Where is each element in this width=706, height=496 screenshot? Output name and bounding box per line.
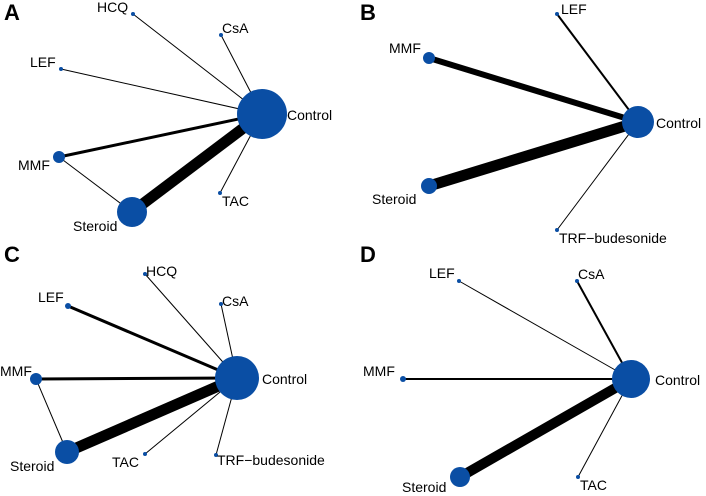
- label-lef: LEF: [561, 1, 587, 17]
- label-tac: TAC: [222, 193, 249, 209]
- label-steroid: Steroid: [402, 479, 446, 495]
- edge-control-lef: [67, 304, 238, 380]
- node-tac: [143, 452, 147, 456]
- node-hcq: [143, 272, 147, 276]
- label-steroid: Steroid: [372, 191, 416, 207]
- label-trf: TRF−budesonide: [559, 230, 667, 246]
- panel-letter-d: D: [360, 242, 376, 267]
- label-hcq: HCQ: [97, 0, 128, 15]
- label-trf: TRF−budesonide: [217, 452, 325, 468]
- label-control: Control: [287, 107, 332, 123]
- label-tac: TAC: [580, 477, 607, 493]
- node-control: [237, 89, 287, 139]
- node-lef: [65, 303, 71, 309]
- edge-control-lef: [458, 280, 632, 380]
- node-trf: [555, 228, 559, 232]
- label-control: Control: [262, 371, 307, 387]
- edge-control-mmf: [58, 112, 263, 159]
- node-steroid: [421, 178, 437, 194]
- node-mmf: [400, 376, 406, 382]
- node-trf: [214, 453, 218, 457]
- label-tac: TAC: [112, 454, 139, 470]
- label-steroid: Steroid: [10, 458, 54, 474]
- node-csa: [219, 302, 223, 306]
- label-lef: LEF: [429, 265, 455, 281]
- edge-control-mmf: [428, 55, 639, 125]
- edge-control-steroid: [128, 109, 266, 217]
- label-mmf: MMF: [0, 363, 32, 379]
- node-steroid: [117, 197, 147, 227]
- edge-mmf-steroid: [35, 378, 68, 453]
- panel-letter-c: C: [4, 242, 20, 267]
- panel-letter-b: B: [360, 0, 376, 25]
- panel-c: C HCQ LEF CsA MMF Control Steroid TRF−bu…: [0, 242, 325, 474]
- label-csa: CsA: [578, 266, 605, 282]
- edge-control-hcq: [132, 13, 263, 115]
- node-mmf: [30, 373, 42, 385]
- edge-control-hcq: [144, 273, 238, 379]
- label-mmf: MMF: [363, 363, 395, 379]
- node-control: [612, 360, 650, 398]
- label-mmf: MMF: [389, 40, 421, 56]
- edge-control-steroid: [64, 372, 240, 458]
- node-lef: [555, 12, 559, 16]
- edge-control-trf: [556, 121, 639, 231]
- label-lef: LEF: [38, 289, 64, 305]
- node-steroid: [55, 440, 79, 464]
- panel-letter-a: A: [4, 0, 20, 25]
- node-steroid: [450, 467, 470, 487]
- node-mmf: [423, 52, 435, 64]
- node-tac: [218, 191, 222, 195]
- label-csa: CsA: [222, 293, 249, 309]
- label-hcq: HCQ: [146, 263, 177, 279]
- node-control: [215, 356, 259, 400]
- node-csa: [575, 279, 579, 283]
- node-hcq: [131, 12, 135, 16]
- node-lef: [59, 67, 63, 71]
- edge-control-lef: [60, 68, 263, 115]
- panel-d: D LEF CsA MMF Control Steroid TAC: [360, 242, 700, 495]
- node-tac: [576, 475, 580, 479]
- panel-a: A HCQ CsA LEF Control MMF TAC Steroid: [4, 0, 332, 234]
- node-lef: [457, 279, 461, 283]
- node-csa: [219, 33, 223, 37]
- label-csa: CsA: [222, 20, 249, 36]
- label-mmf: MMF: [18, 157, 50, 173]
- panel-b: B LEF MMF Control Steroid TRF−budesonide: [360, 0, 701, 246]
- label-control: Control: [655, 372, 700, 388]
- label-steroid: Steroid: [73, 218, 117, 234]
- label-control: Control: [656, 115, 701, 131]
- edge-control-steroid: [427, 116, 640, 192]
- edge-mmf-steroid: [58, 156, 133, 213]
- edge-control-mmf: [35, 376, 238, 381]
- edge-control-lef: [556, 13, 639, 123]
- node-mmf: [53, 151, 65, 163]
- node-control: [622, 106, 654, 138]
- edge-control-steroid: [457, 374, 634, 482]
- label-lef: LEF: [30, 54, 56, 70]
